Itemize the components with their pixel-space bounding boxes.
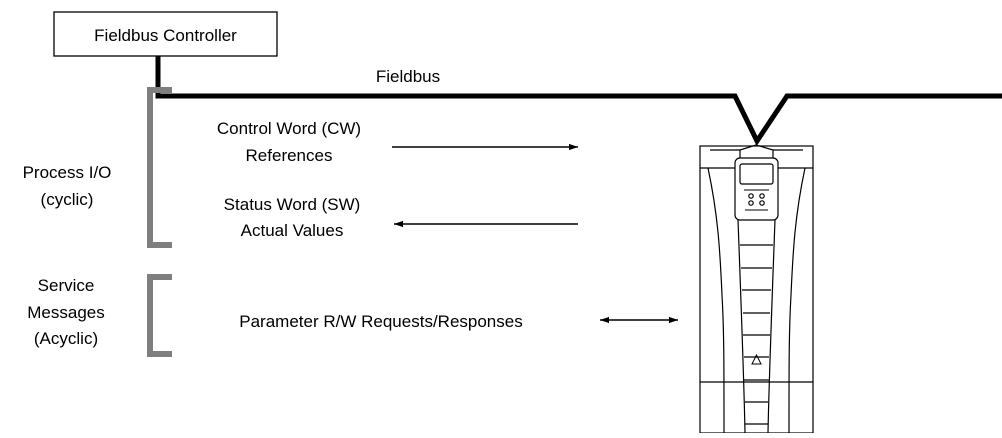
service-title-3: (Acyclic) <box>34 329 98 348</box>
drive-keypad <box>734 157 779 221</box>
service-bracket <box>147 274 172 357</box>
process-io-subtitle: (cyclic) <box>41 190 94 209</box>
process-io-bracket <box>147 87 172 248</box>
status-word-label: Status Word (SW) <box>224 195 361 214</box>
drive-unit-icon <box>699 144 814 434</box>
service-title-2: Messages <box>27 303 104 322</box>
process-io-title: Process I/O <box>23 163 112 182</box>
status-signal: Status Word (SW) Actual Values <box>224 195 578 240</box>
references-label: References <box>246 146 333 165</box>
controller-box <box>53 11 278 57</box>
parameter-label: Parameter R/W Requests/Responses <box>239 312 522 331</box>
process-io-group: Process I/O (cyclic) <box>23 87 172 248</box>
bus-label: Fieldbus <box>376 67 440 86</box>
actual-values-label: Actual Values <box>241 221 344 240</box>
service-title-1: Service <box>38 276 95 295</box>
controller-label: Fieldbus Controller <box>94 26 237 45</box>
fieldbus-controller: Fieldbus Controller <box>53 11 278 57</box>
parameter-signal: Parameter R/W Requests/Responses <box>239 312 678 331</box>
control-signal: Control Word (CW) References <box>217 119 578 165</box>
service-group: Service Messages (Acyclic) <box>27 274 172 357</box>
control-word-label: Control Word (CW) <box>217 119 361 138</box>
